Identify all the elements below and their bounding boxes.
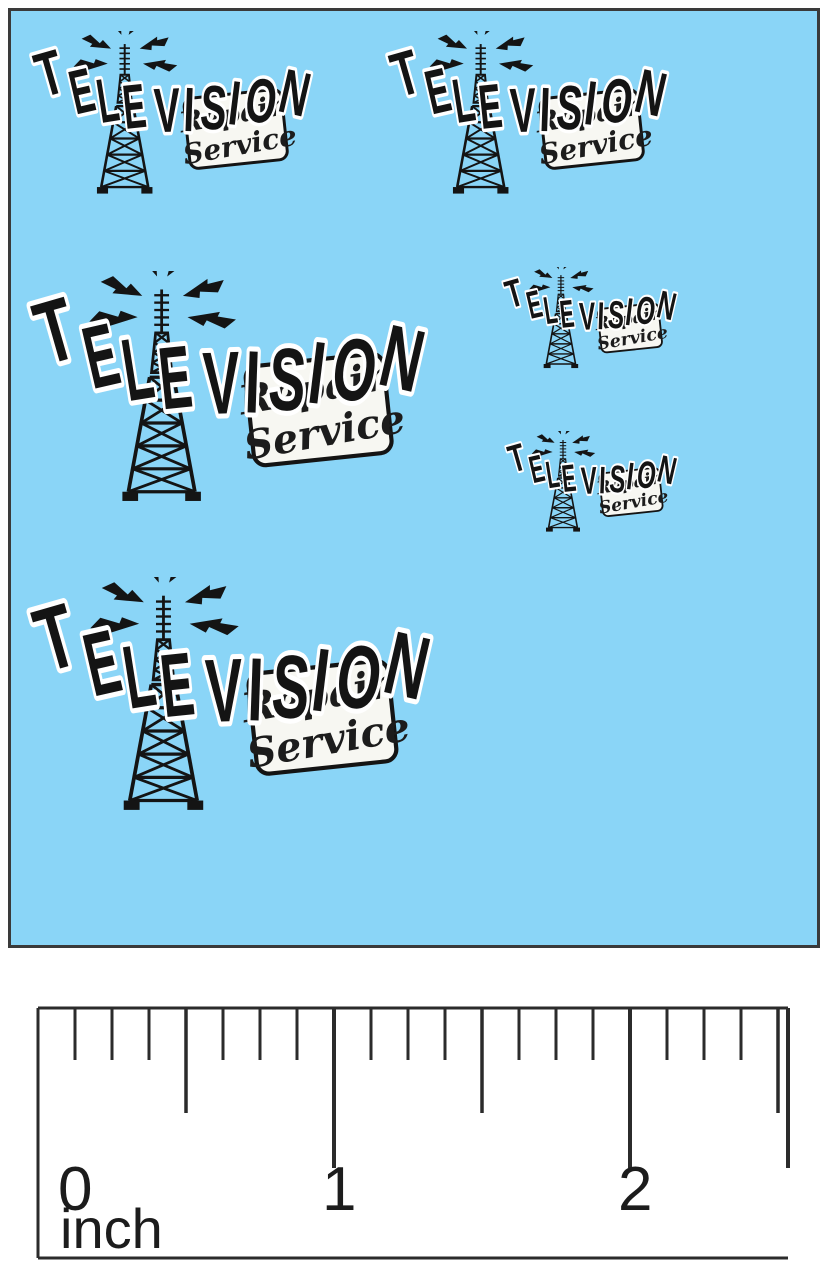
svg-text:T: T bbox=[501, 271, 528, 317]
repair-service-sign: Repair Service bbox=[593, 302, 670, 355]
svg-text:I: I bbox=[624, 454, 636, 498]
ruler-unit-label: inch bbox=[60, 1197, 163, 1260]
svg-text:T: T bbox=[25, 280, 87, 385]
svg-text:V: V bbox=[578, 295, 596, 339]
svg-text:S: S bbox=[607, 293, 626, 337]
svg-text:V: V bbox=[578, 295, 596, 339]
svg-text:V: V bbox=[153, 76, 182, 146]
svg-text:I: I bbox=[246, 639, 265, 740]
svg-text:E: E bbox=[119, 70, 149, 143]
ruler-ticks-and-frame bbox=[36, 1006, 790, 1260]
svg-text:V: V bbox=[509, 76, 538, 146]
svg-text:I: I bbox=[182, 76, 195, 146]
svg-text:E: E bbox=[560, 456, 578, 501]
svg-text:S: S bbox=[198, 73, 229, 144]
svg-text:E: E bbox=[560, 456, 578, 501]
lightning-bolt-icon bbox=[529, 267, 594, 293]
svg-text:T: T bbox=[384, 37, 428, 111]
ruler-number-labels: 0 1 2 inch bbox=[58, 1155, 652, 1260]
svg-text:V: V bbox=[201, 333, 241, 434]
svg-text:V: V bbox=[153, 76, 182, 146]
svg-text:E: E bbox=[154, 328, 196, 429]
svg-text:I: I bbox=[243, 332, 262, 432]
svg-text:S: S bbox=[607, 293, 626, 337]
lightning-bolt-icon bbox=[429, 31, 534, 72]
ruler-label-0: 0 bbox=[58, 1155, 92, 1224]
svg-text:T: T bbox=[503, 435, 530, 481]
svg-text:S: S bbox=[269, 635, 313, 738]
radio-tower-icon bbox=[452, 44, 509, 194]
repair-service-sign: Repair Service bbox=[594, 466, 670, 519]
svg-text:I: I bbox=[598, 458, 606, 501]
svg-text:S: S bbox=[608, 457, 627, 501]
svg-text:I: I bbox=[597, 294, 605, 337]
svg-text:V: V bbox=[580, 459, 598, 503]
svg-text:I: I bbox=[597, 294, 605, 337]
svg-text:S: S bbox=[554, 73, 585, 144]
svg-text:E: E bbox=[475, 70, 505, 143]
repair-service-sign: Repair Service bbox=[532, 88, 655, 171]
repair-service-sign: Repair Service bbox=[176, 88, 299, 171]
svg-text:O: O bbox=[241, 65, 282, 138]
svg-text:V: V bbox=[509, 76, 538, 146]
svg-text:I: I bbox=[182, 76, 195, 146]
svg-text:I: I bbox=[598, 458, 606, 501]
svg-text:T: T bbox=[25, 586, 88, 692]
scale-ruler: 0 1 2 inch bbox=[0, 960, 828, 1284]
ruler-label-2: 2 bbox=[618, 1155, 652, 1224]
svg-text:S: S bbox=[266, 328, 310, 430]
svg-text:V: V bbox=[580, 459, 598, 503]
svg-text:I: I bbox=[623, 290, 635, 334]
ruler-label-1: 1 bbox=[322, 1155, 356, 1224]
svg-text:E: E bbox=[156, 635, 198, 737]
svg-text:V: V bbox=[201, 333, 241, 434]
svg-text:V: V bbox=[204, 639, 245, 741]
radio-tower-icon bbox=[543, 275, 579, 369]
radio-tower-icon bbox=[96, 44, 153, 194]
svg-text:T: T bbox=[28, 37, 72, 111]
lightning-bolt-icon bbox=[531, 431, 596, 457]
lightning-bolt-icon bbox=[73, 31, 178, 72]
ruler-graphic: 0 1 2 inch bbox=[36, 1006, 790, 1260]
svg-text:E: E bbox=[558, 292, 576, 337]
svg-text:I: I bbox=[538, 76, 551, 146]
lightning-bolt-icon bbox=[89, 271, 236, 329]
svg-text:L: L bbox=[116, 319, 160, 421]
radio-tower-icon bbox=[546, 440, 580, 532]
radio-tower-icon bbox=[122, 289, 201, 501]
radio-tower-icon bbox=[123, 595, 204, 810]
svg-text:V: V bbox=[204, 639, 245, 741]
svg-text:S: S bbox=[608, 457, 627, 501]
svg-text:I: I bbox=[538, 76, 551, 146]
svg-text:E: E bbox=[558, 292, 576, 337]
